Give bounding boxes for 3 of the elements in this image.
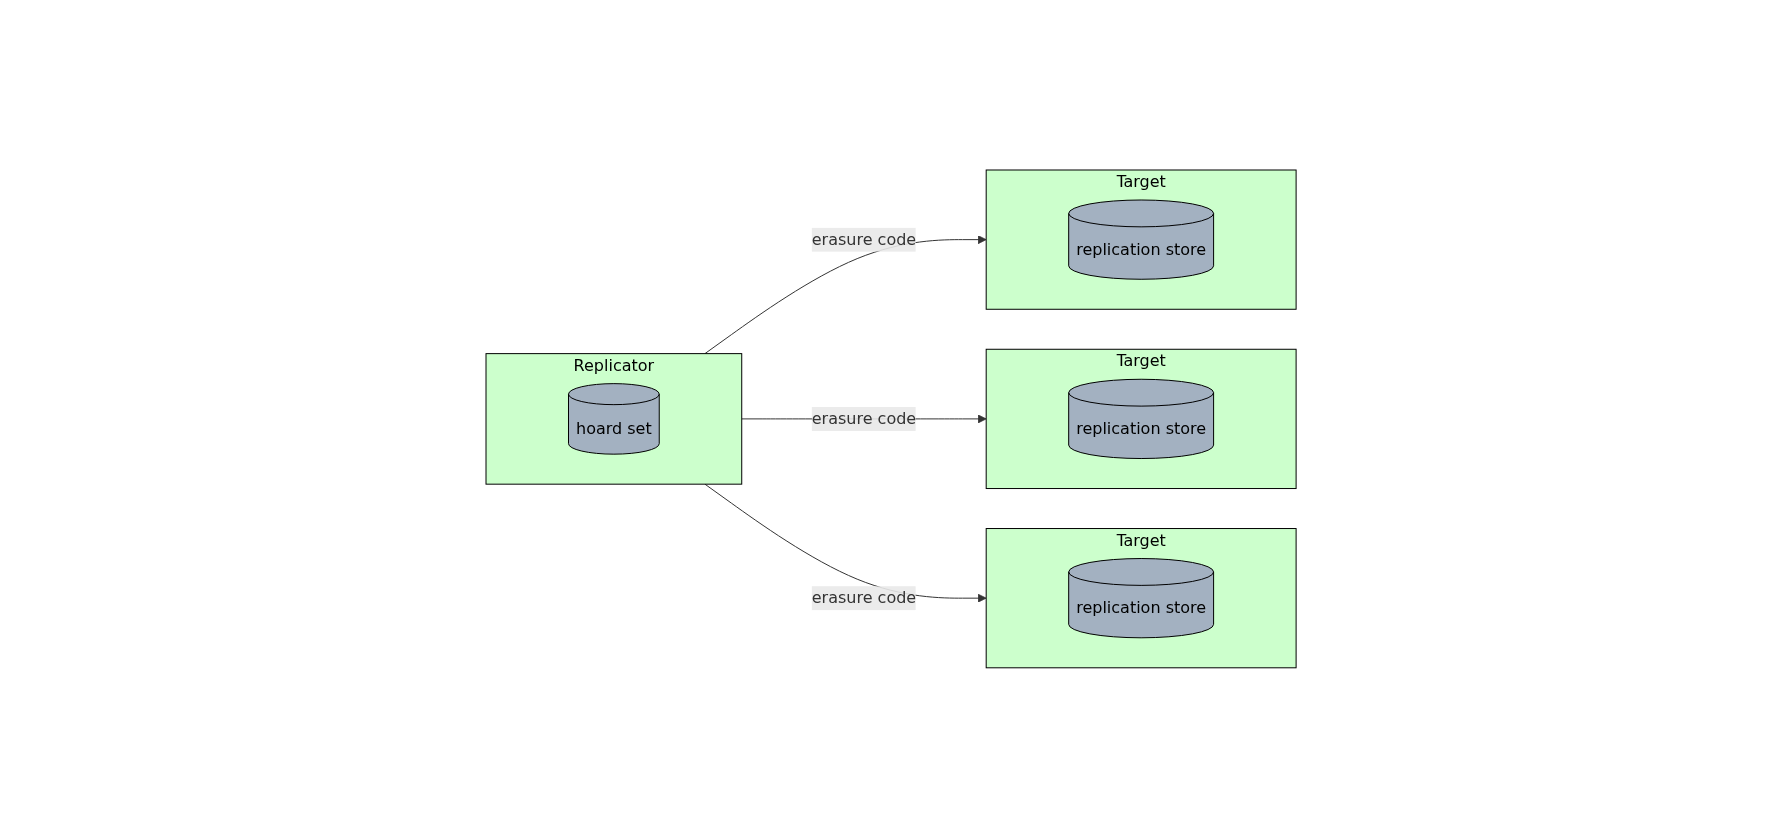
edge-label: erasure code — [811, 587, 917, 607]
edge-label: erasure code — [811, 229, 917, 249]
edge-label: erasure code — [811, 408, 917, 428]
